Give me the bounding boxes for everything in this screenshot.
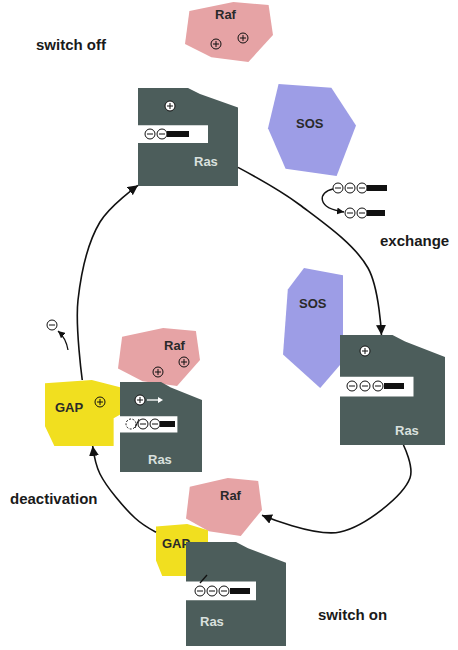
- decorations: [47, 33, 404, 596]
- protein-shape: [120, 382, 202, 472]
- edge-label: deactivation: [10, 490, 98, 508]
- cycle-arrow: [262, 445, 411, 533]
- gdp-symbol: [145, 129, 189, 139]
- protein-shape: [118, 328, 200, 386]
- edge-layer: [77, 167, 411, 533]
- gtp-symbol: [333, 183, 387, 193]
- gtp-symbol: [347, 381, 404, 391]
- positive-charge: [135, 395, 145, 405]
- charge-shift-arrow: [147, 399, 158, 400]
- ras-protein: Ras: [340, 335, 445, 445]
- protein-outline: [340, 335, 445, 445]
- protein-name: SOS: [296, 116, 323, 131]
- negative-charge: [47, 320, 57, 330]
- protein-outline: [138, 88, 238, 186]
- protein-name: SOS: [299, 296, 326, 311]
- raf-protein: Raf: [118, 328, 200, 386]
- state-label: switch off: [36, 36, 106, 54]
- protein-name: Ras: [194, 154, 218, 169]
- charge-shift-head: [158, 397, 163, 403]
- gtp-symbol: [195, 586, 250, 596]
- protein-shape: [185, 2, 273, 62]
- protein-name: Raf: [220, 488, 241, 503]
- ras-protein: Ras: [186, 542, 286, 646]
- positive-charge: [360, 346, 370, 356]
- gap-finger: [200, 575, 207, 583]
- protein-name: Ras: [200, 614, 224, 629]
- gdp-symbol: [345, 208, 385, 218]
- cycle-arrow: [238, 167, 381, 335]
- sos-protein: SOS: [268, 84, 356, 176]
- protein-name: Ras: [395, 423, 419, 438]
- protein-name: GAP: [162, 536, 190, 551]
- positive-charge: [179, 357, 189, 367]
- raf-protein: Raf: [185, 2, 273, 62]
- ras-protein: Ras: [138, 88, 238, 186]
- protein-shape: [186, 542, 286, 646]
- positive-charge: [211, 39, 221, 49]
- protein-shape: [138, 88, 238, 186]
- protein-shape: [283, 268, 343, 388]
- protein-name: Raf: [215, 7, 236, 22]
- protein-outline: [283, 268, 343, 388]
- sos-protein: SOS: [283, 268, 343, 388]
- protein-shape: [45, 380, 123, 446]
- cycle-arrow: [77, 185, 138, 380]
- protein-shape: [268, 84, 356, 176]
- release-arrow: [58, 331, 68, 350]
- protein-name: Raf: [164, 338, 185, 353]
- cycle-arrow: [93, 446, 156, 532]
- positive-charge: [95, 397, 105, 407]
- protein-outline: [118, 328, 200, 386]
- protein-name: GAP: [55, 400, 83, 415]
- protein-outline: [186, 542, 286, 646]
- state-label: switch on: [318, 606, 387, 624]
- gtp-hydrolysis-symbol: [126, 419, 175, 429]
- positive-charge: [165, 101, 175, 111]
- protein-name: Ras: [148, 452, 172, 467]
- positive-charge: [153, 367, 163, 377]
- protein-shape: [340, 335, 445, 445]
- ras-protein: Ras: [120, 382, 202, 472]
- gap-protein: GAP: [45, 380, 123, 446]
- edge-label: exchange: [380, 232, 449, 250]
- exchange-flow: [322, 189, 344, 212]
- positive-charge: [238, 33, 248, 43]
